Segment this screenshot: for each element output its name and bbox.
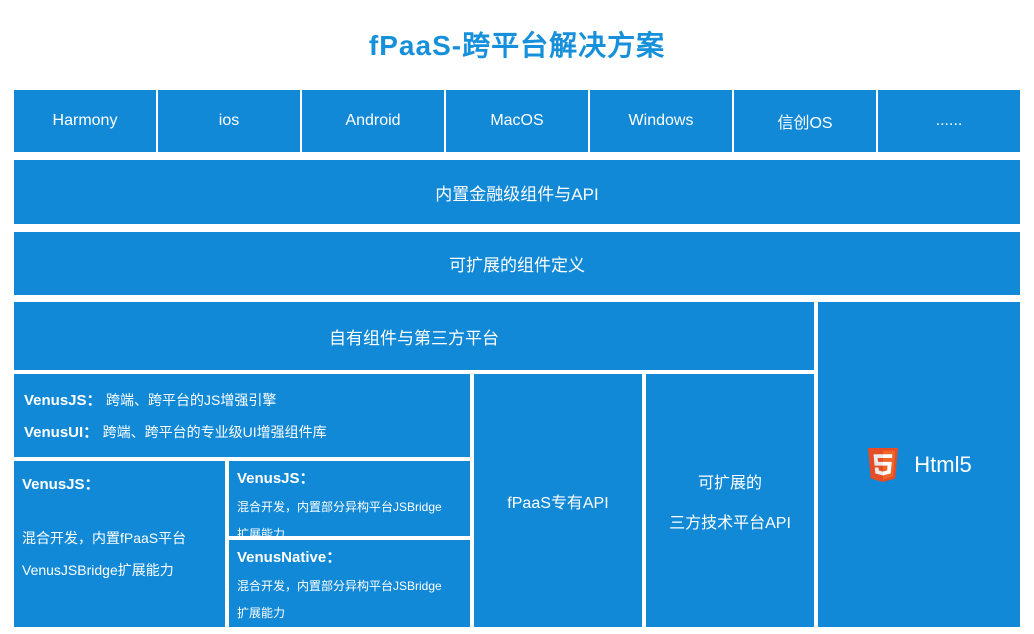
platform-ios: ios	[158, 90, 300, 152]
venus-js-bridge-box: VenusJS： 混合开发，内置部分异构平台JSBridge 扩展能力	[229, 461, 470, 536]
venus-native-bridge-box: VenusNative： 混合开发，内置部分异构平台JSBridge 扩展能力	[229, 540, 470, 627]
venus-fpaas-desc-line1: 混合开发，内置fPaaS平台	[22, 530, 187, 546]
venusui-line: VenusUI： 跨端、跨平台的专业级UI增强组件库	[24, 421, 460, 442]
diagram-content: Harmony ios Android MacOS Windows 信创OS .…	[14, 90, 1020, 627]
venus-fpaas-desc-line2: VenusJSBridge扩展能力	[22, 562, 174, 578]
platform-xinchuang-os: 信创OS	[734, 90, 876, 152]
fpaas-exclusive-api-box: fPaaS专有API	[474, 374, 642, 627]
platform-windows: Windows	[590, 90, 732, 152]
main-grid: 自有组件与第三方平台 VenusJS： 跨端、跨平台的JS增强引擎 VenusU…	[14, 302, 1020, 627]
venus-native-label: VenusNative：	[237, 549, 342, 566]
venus-native-desc-line2: 扩展能力	[237, 606, 286, 620]
platform-macos: MacOS	[446, 90, 588, 152]
platform-harmony: Harmony	[14, 90, 156, 152]
platform-more: ......	[878, 90, 1020, 152]
venus-js-bridge-desc-line2: 扩展能力	[237, 527, 286, 536]
page-title: fPaaS-跨平台解决方案	[368, 30, 666, 61]
venusjs-desc: 跨端、跨平台的JS增强引擎	[106, 392, 277, 409]
third-party-platform-api-box: 可扩展的 三方技术平台API	[646, 374, 814, 627]
layer-own-components-third-party: 自有组件与第三方平台	[14, 302, 814, 370]
html5-label: Html5	[914, 451, 972, 477]
html5-box: Html5	[818, 302, 1020, 627]
venusui-desc: 跨端、跨平台的专业级UI增强组件库	[102, 423, 327, 440]
venusui-label: VenusUI：	[24, 423, 99, 441]
venus-native-desc-line1: 混合开发，内置部分异构平台JSBridge	[237, 579, 442, 593]
venus-fpaas-label: VenusJS：	[22, 476, 100, 493]
venus-js-bridge-label: VenusJS：	[237, 470, 315, 487]
venus-js-bridge-desc-line1: 混合开发，内置部分异构平台JSBridge	[237, 500, 442, 514]
platform-row: Harmony ios Android MacOS Windows 信创OS .…	[14, 90, 1020, 152]
venusjs-engine-line: VenusJS： 跨端、跨平台的JS增强引擎	[24, 389, 460, 410]
venus-engine-box: VenusJS： 跨端、跨平台的JS增强引擎 VenusUI： 跨端、跨平台的专…	[14, 374, 470, 457]
venus-fpaas-bridge-box: VenusJS： 混合开发，内置fPaaS平台 VenusJSBridge扩展能…	[14, 461, 225, 627]
third-party-api-line1: 可扩展的	[697, 474, 762, 492]
left-grid: 自有组件与第三方平台 VenusJS： 跨端、跨平台的JS增强引擎 VenusU…	[14, 302, 814, 627]
platform-android: Android	[302, 90, 444, 152]
layer-builtin-financial-api: 内置金融级组件与API	[14, 160, 1020, 224]
venusjs-label: VenusJS：	[24, 392, 102, 410]
html5-icon	[868, 447, 899, 482]
layer-extensible-component-definition: 可扩展的组件定义	[14, 232, 1020, 295]
third-party-api-line2: 三方技术平台API	[669, 514, 791, 532]
